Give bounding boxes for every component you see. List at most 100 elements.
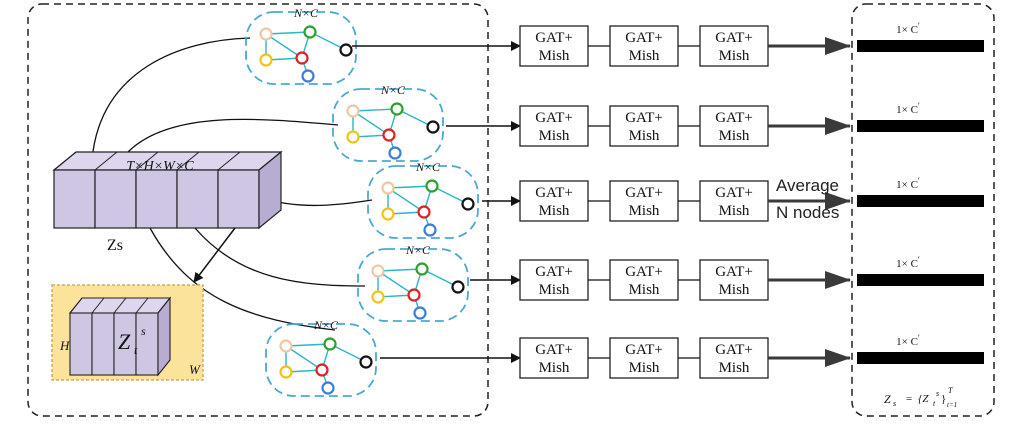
tensor-to-slice-arrow: [193, 227, 236, 283]
gat-mish-block: [519, 180, 589, 222]
slice-slab: [91, 312, 115, 376]
gat-mish-block: [519, 259, 589, 301]
slice-top-edge: [135, 297, 149, 314]
left-dashed-panel: [27, 3, 489, 417]
graph-node-yellow: [371, 290, 385, 304]
graph-node-red: [315, 363, 329, 377]
output-dim-label: 1× C′: [896, 255, 920, 270]
gat-block-line1: GAT+: [535, 185, 573, 201]
gat-block-line2: Mish: [539, 360, 570, 376]
gat-block-line1: GAT+: [625, 342, 663, 358]
slice-main-label: Z: [118, 329, 131, 354]
formula-set: {Z: [918, 393, 929, 405]
slice-top-edge: [69, 297, 83, 314]
graph-edge: [285, 345, 323, 371]
output-formula: Z s = {Z s t } T t=1: [884, 386, 957, 409]
tensor-top-edge: [53, 151, 77, 171]
output-dim-label: 1× C′: [896, 176, 920, 191]
gat-block-line1: GAT+: [625, 110, 663, 126]
gat-block-line2: Mish: [719, 203, 750, 219]
graph-edge: [421, 268, 459, 288]
graph-node-green: [303, 25, 317, 39]
tensor-slab: [135, 169, 178, 229]
graph-node-black: [359, 355, 373, 369]
n-nodes-label: N nodes: [776, 203, 839, 222]
graph-dashed-boundary: [245, 11, 357, 85]
formula-lhs-sub: s: [893, 399, 896, 408]
gat-block-line1: GAT+: [715, 264, 753, 280]
tensor-name-label: Zs: [107, 237, 123, 254]
gat-block-line2: Mish: [629, 360, 660, 376]
graph-edge: [265, 31, 311, 35]
graph-edge: [285, 343, 331, 347]
slice-block: [68, 296, 172, 377]
graph-group: N×C: [265, 318, 377, 397]
graph-edge: [387, 187, 425, 213]
graph-edge: [309, 31, 347, 51]
slice-slab: [69, 312, 93, 376]
gat-mish-block: [519, 105, 589, 147]
gat-block-line2: Mish: [629, 128, 660, 144]
tensor-top-edge: [176, 151, 200, 171]
gat-block-line2: Mish: [629, 48, 660, 64]
graph-node-red: [407, 288, 421, 302]
tensor-top-edge: [94, 151, 118, 171]
graph-size-label: N×C: [405, 243, 431, 257]
graph-node-green: [390, 102, 404, 116]
tensor-dims-label: T×H×W×C: [126, 159, 194, 174]
gat-block-line2: Mish: [719, 128, 750, 144]
gat-block-line2: Mish: [539, 128, 570, 144]
graph-group: N×C: [245, 6, 357, 85]
tensor-side-face: [258, 150, 282, 230]
gat-block-line1: GAT+: [535, 30, 573, 46]
tensor-slab: [53, 169, 96, 229]
gat-block-line1: GAT+: [715, 342, 753, 358]
slice-slab: [135, 312, 159, 376]
graph-node-blue: [301, 69, 315, 83]
slice-side-face: [157, 296, 171, 377]
graph-node-peach: [371, 264, 385, 278]
slice-h-label: H: [59, 338, 70, 353]
graph-node-black: [339, 43, 353, 57]
tensor-top-edge: [217, 151, 241, 171]
graph-node-peach: [381, 181, 395, 195]
graph-edge: [352, 110, 390, 136]
gat-mish-block: [609, 25, 679, 67]
graph-node-blue: [321, 381, 335, 395]
graph-edge: [265, 33, 303, 59]
gat-block-line1: GAT+: [625, 30, 663, 46]
formula-range-sub: t=1: [947, 401, 957, 409]
graph-dashed-boundary: [357, 248, 469, 322]
gat-block-line1: GAT+: [535, 342, 573, 358]
graph-node-yellow: [259, 53, 273, 67]
gat-block-line1: GAT+: [715, 110, 753, 126]
graph-size-label: N×C: [380, 83, 406, 97]
graph-node-peach: [279, 339, 293, 353]
gat-block-line1: GAT+: [625, 185, 663, 201]
gat-block-line2: Mish: [719, 360, 750, 376]
graph-node-yellow: [381, 207, 395, 221]
graph-size-label: N×C: [313, 318, 339, 332]
gat-block-line2: Mish: [629, 203, 660, 219]
tensor-slab: [94, 169, 137, 229]
graph-node-blue: [413, 306, 427, 320]
output-feature-bar: [857, 120, 984, 132]
slice-w-label: W: [189, 362, 201, 377]
graph-node-peach: [259, 27, 273, 41]
graph-node-blue: [423, 223, 437, 237]
graph-edge: [431, 185, 469, 205]
graph-edge: [396, 108, 434, 128]
gat-mish-block: [699, 337, 769, 379]
graph-node-green: [425, 179, 439, 193]
graph-edge: [352, 108, 398, 112]
graph-edge: [377, 270, 415, 296]
graph-group: N×C: [367, 160, 479, 239]
gat-mish-block: [699, 259, 769, 301]
graph-node-red: [417, 205, 431, 219]
